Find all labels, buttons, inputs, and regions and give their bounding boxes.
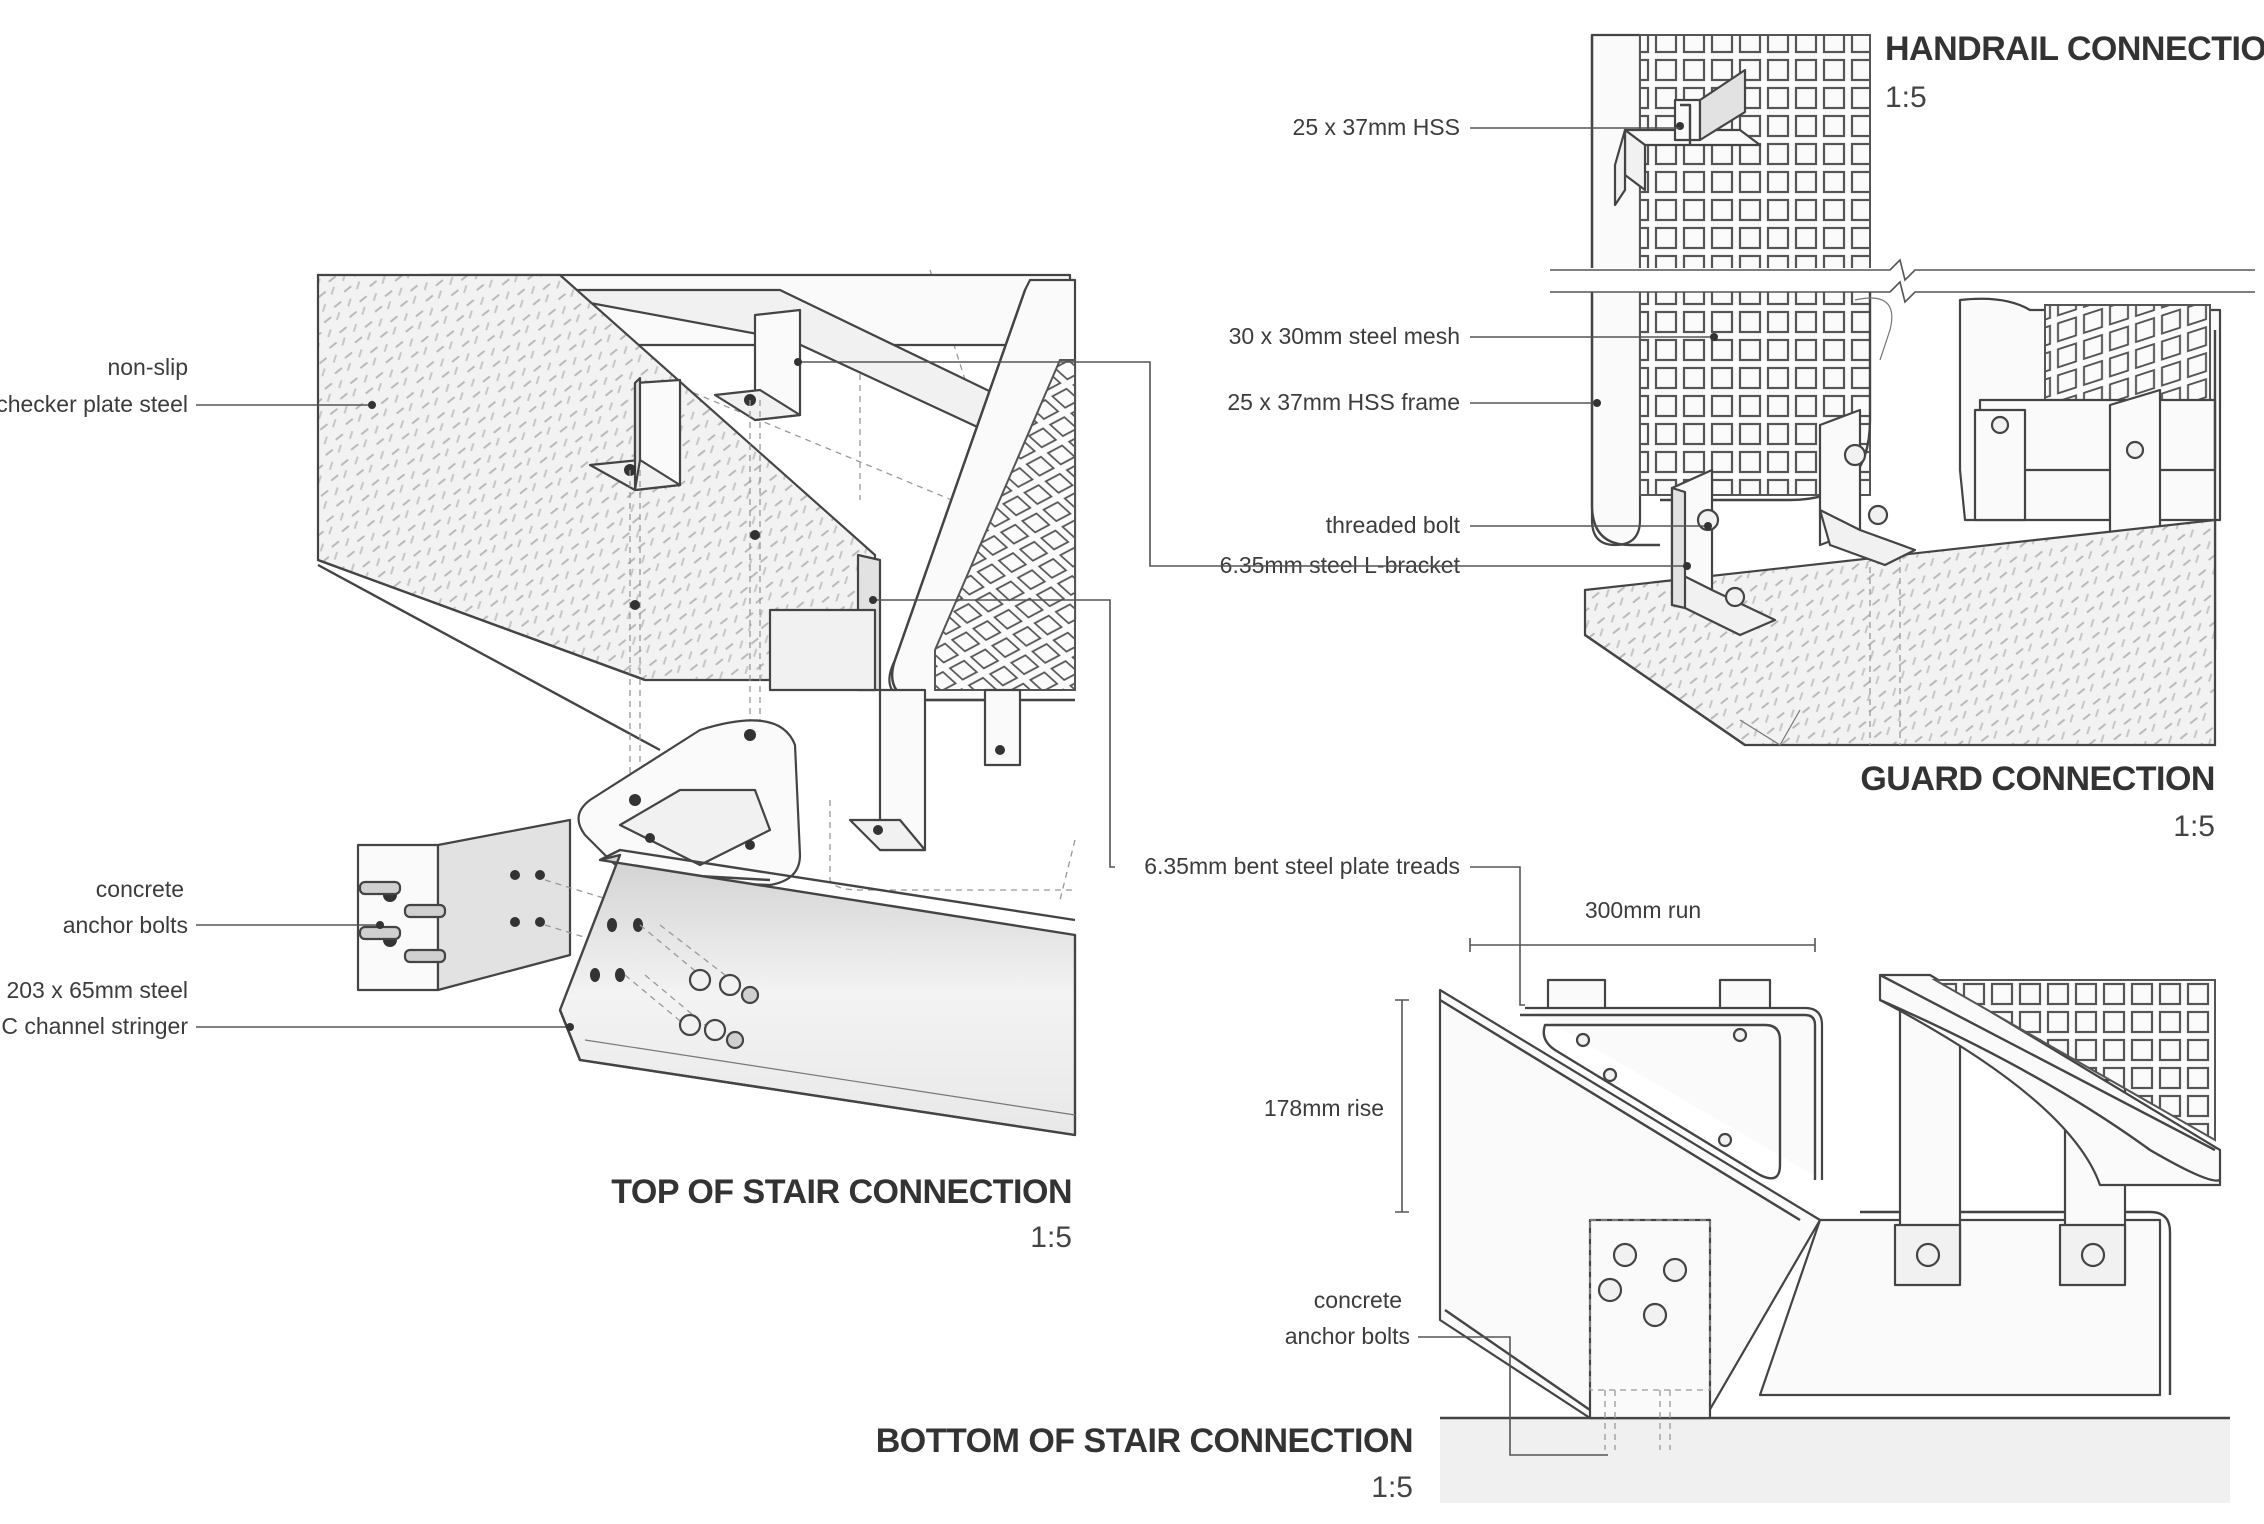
bottom-of-stair-scale: 1:5 xyxy=(1371,1471,1413,1504)
handrail-hss xyxy=(1613,68,1762,207)
bottom-bent-tread xyxy=(1520,978,1824,1180)
stringer-bolts xyxy=(678,968,760,1050)
handrail-scale: 1:5 xyxy=(1885,81,1927,114)
run-label: 300mm run xyxy=(1585,897,1701,923)
top-of-stair-title: TOP OF STAIR CONNECTION xyxy=(611,1173,1072,1211)
checker-label-line2: checker plate steel xyxy=(0,391,188,417)
break-line-top xyxy=(1550,258,2255,282)
stringer-bolt-holes xyxy=(590,918,643,982)
treads-label: 6.35mm bent steel plate treads xyxy=(1144,853,1460,879)
rise-label: 178mm rise xyxy=(1264,1095,1384,1121)
top-of-stair-scale: 1:5 xyxy=(1030,1221,1072,1254)
anchor-bottom-leader xyxy=(1418,1336,1608,1456)
anchor-top-label-line2: anchor bolts xyxy=(63,912,188,938)
checker-label-line1: non-slip xyxy=(107,354,188,380)
threaded-bolt-label: threaded bolt xyxy=(1326,512,1461,538)
guard-connection-drawing: HANDRAIL CONNECTION 1:5 GUARD CONNECTION… xyxy=(794,30,2264,1006)
hss-label: 25 x 37mm HSS xyxy=(1293,114,1460,140)
hss-frame-label: 25 x 37mm HSS frame xyxy=(1227,389,1460,415)
l-bracket-label: 6.35mm steel L-bracket xyxy=(1220,552,1461,578)
anchor-bolt-studs xyxy=(358,880,447,964)
guard-base-checker-plate xyxy=(1583,518,2217,747)
anchor-top-label-line1: concrete xyxy=(96,876,184,902)
landing-l-bracket-1 xyxy=(588,376,682,492)
guard-scale: 1:5 xyxy=(2173,810,2215,843)
mesh-label: 30 x 30mm steel mesh xyxy=(1229,323,1460,349)
bottom-of-stair-drawing: 300mm run 178mm rise concrete anchor bol… xyxy=(876,897,2230,1504)
treads-leader xyxy=(1470,866,1525,1006)
l-bracket-leader-top xyxy=(800,361,1470,567)
concrete-slab xyxy=(1440,1418,2230,1503)
guard-l-bracket-left xyxy=(1670,468,1777,637)
guard-l-bracket-right xyxy=(1818,408,1917,567)
anchor-bottom-label-line2: anchor bolts xyxy=(1285,1323,1410,1349)
channel-label-line1: 203 x 65mm steel xyxy=(6,977,188,1003)
landing-l-bracket-2 xyxy=(713,308,802,422)
anchor-angle-bracket xyxy=(356,818,611,992)
guard-title: GUARD CONNECTION xyxy=(1860,760,2215,798)
channel-label-line2: C channel stringer xyxy=(1,1013,188,1039)
top-of-stair-drawing: TOP OF STAIR CONNECTION 1:5 non-slip che… xyxy=(0,269,1077,1254)
break-line-bottom xyxy=(1550,280,2255,304)
treads-leader-top xyxy=(875,599,1115,868)
anchor-bottom-label-line1: concrete xyxy=(1314,1287,1402,1313)
bottom-anchor-bolts xyxy=(1597,1242,1688,1328)
handrail-title: HANDRAIL CONNECTION xyxy=(1885,30,2264,68)
bottom-of-stair-title: BOTTOM OF STAIR CONNECTION xyxy=(876,1422,1413,1460)
c-channel-stringer xyxy=(558,848,1077,1137)
top-guard-frame xyxy=(829,278,1077,901)
